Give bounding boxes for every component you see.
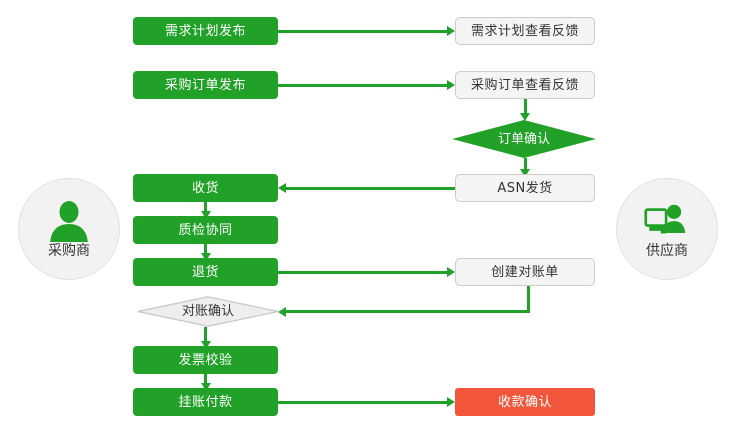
edge-statement-to-confirm-arrow: [278, 306, 286, 317]
node-demand-plan-publish-label: 需求计划发布: [164, 23, 246, 39]
node-create-statement[interactable]: 创建对账单: [455, 258, 595, 286]
edge-demand-plan-line: [278, 29, 447, 33]
edge-confirm-to-asn-arrow: [520, 169, 530, 177]
edge-payment-to-receipt-line: [278, 400, 447, 404]
node-po-publish-label: 采购订单发布: [164, 77, 246, 93]
edge-po-to-confirm-arrow: [520, 113, 530, 121]
node-receive-goods-label: 收货: [191, 180, 219, 196]
actor-supplier-label: 供应商: [646, 242, 688, 259]
node-po-feedback[interactable]: 采购订单查看反馈: [455, 71, 595, 99]
node-payable-payment[interactable]: 挂账付款: [133, 388, 278, 416]
node-order-confirm-label: 订单确认: [497, 131, 550, 147]
node-demand-plan-publish[interactable]: 需求计划发布: [133, 17, 278, 45]
node-po-publish[interactable]: 采购订单发布: [133, 71, 278, 99]
node-create-statement-label: 创建对账单: [491, 264, 559, 280]
edge-return-to-statement-arrow: [447, 267, 455, 277]
node-payable-payment-label: 挂账付款: [178, 394, 233, 410]
edge-po-to-confirm-line: [523, 99, 527, 113]
diamond-shape: [452, 120, 596, 158]
node-statement-confirm-label: 对账确认: [181, 304, 234, 319]
node-demand-plan-feedback[interactable]: 需求计划查看反馈: [455, 17, 595, 45]
edge-po-line: [278, 83, 447, 87]
node-demand-plan-feedback-label: 需求计划查看反馈: [470, 23, 579, 39]
node-quality-collab-label: 质检协同: [178, 222, 233, 238]
node-return-goods[interactable]: 退货: [133, 258, 278, 286]
actor-supplier[interactable]: 供应商: [616, 178, 718, 280]
edge-statement-to-confirm-hline: [286, 310, 530, 313]
node-receipt-confirm[interactable]: 收款确认: [455, 388, 595, 416]
person-at-computer-icon: [644, 204, 686, 233]
edge-receive-to-quality-arrow: [200, 211, 211, 219]
node-invoice-check[interactable]: 发票校验: [133, 346, 278, 374]
edge-po-arrow: [447, 80, 455, 90]
node-asn-ship-label: ASN发货: [497, 180, 553, 196]
diamond-shape: [137, 296, 279, 327]
edge-invoice-to-payment-line: [204, 374, 207, 383]
edge-invoice-to-payment-arrow: [200, 383, 211, 391]
edge-confirm-to-invoice-arrow: [200, 341, 211, 349]
edge-confirm-to-invoice-line: [204, 327, 207, 341]
node-order-confirm[interactable]: 订单确认: [452, 120, 596, 158]
edge-quality-to-return-arrow: [200, 253, 211, 261]
node-invoice-check-label: 发票校验: [178, 352, 233, 368]
node-return-goods-label: 退货: [191, 264, 219, 280]
person-icon: [50, 200, 88, 242]
edge-payment-to-receipt-arrow: [447, 397, 455, 407]
actor-buyer[interactable]: 采购商: [18, 178, 120, 280]
edge-return-to-statement-line: [278, 270, 447, 274]
node-quality-collab[interactable]: 质检协同: [133, 216, 278, 244]
node-statement-confirm[interactable]: 对账确认: [137, 296, 279, 327]
node-asn-ship[interactable]: ASN发货: [455, 174, 595, 202]
node-receive-goods[interactable]: 收货: [133, 174, 278, 202]
node-receipt-confirm-label: 收款确认: [497, 394, 552, 410]
edge-asn-to-receive-arrow: [278, 183, 286, 193]
edge-confirm-to-asn-line: [523, 158, 527, 169]
edge-statement-to-confirm-vline: [527, 286, 530, 313]
node-po-feedback-label: 采购订单查看反馈: [470, 77, 579, 93]
edge-demand-plan-arrow: [447, 26, 455, 36]
actor-buyer-label: 采购商: [48, 242, 90, 259]
edge-receive-to-quality-line: [204, 202, 207, 211]
edge-asn-to-receive-line: [286, 186, 455, 190]
edge-quality-to-return-line: [204, 244, 207, 253]
